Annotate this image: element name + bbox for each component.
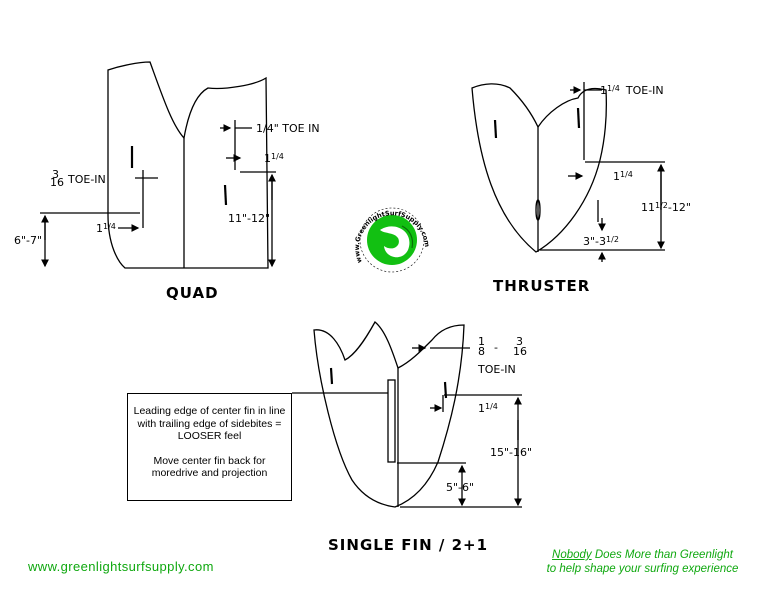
quad-rear-offset: 11/4 — [264, 152, 284, 165]
single-range: 15"-16" — [490, 446, 532, 459]
tagline-line2: to help shape your surfing experience — [546, 563, 739, 575]
quad-front-range: 6"-7" — [14, 234, 42, 247]
single-fin-range: 5"-6" — [446, 481, 474, 494]
single-offset: 11/4 — [478, 402, 498, 415]
single-toe-dash: - — [494, 341, 498, 354]
quad-diagram — [40, 61, 276, 269]
thruster-tail-outline — [471, 83, 607, 253]
quad-rear-toe-label: 1/4" TOE IN — [256, 122, 320, 135]
single-toe-a-num: 1 — [478, 335, 485, 348]
single-tail-outline — [313, 321, 465, 508]
single-toe-b-den: 16 — [513, 345, 527, 358]
thruster-diagram — [471, 82, 665, 262]
single-toe-label: TOE-IN — [477, 363, 516, 376]
quad-front-toe-label: TOE-IN — [67, 173, 106, 186]
thruster-side-fin — [493, 119, 498, 139]
center-fin-note-line1: Leading edge of center fin in line with … — [133, 405, 286, 442]
tagline: Nobody Does More than Greenlight to help… — [520, 548, 765, 576]
website-link[interactable]: www.greenlightsurfsupply.com — [28, 559, 214, 574]
tagline-rest: Does More than Greenlight — [591, 549, 733, 561]
greenlight-logo — [359, 207, 425, 273]
thruster-fin-range: 3"-31/2 — [583, 235, 619, 248]
thruster-center-fin — [535, 199, 541, 221]
quad-rear-range: 11"-12" — [228, 212, 270, 225]
single-toe-b-num: 3 — [516, 335, 523, 348]
single-side-fin — [329, 367, 334, 385]
quad-front-offset: 11/4 — [96, 222, 116, 235]
thruster-offset: 11/4 — [613, 170, 633, 183]
thruster-side-fin-2 — [576, 107, 581, 129]
quad-tail-outline — [107, 61, 269, 269]
single-center-fin — [387, 379, 396, 463]
quad-rear-fin — [223, 184, 228, 206]
quad-front-toe-den: 16 — [50, 176, 64, 189]
quad-front-toe-num: 3 — [52, 168, 59, 181]
single-title: SINGLE FIN / 2+1 — [328, 536, 488, 554]
single-toe-a-den: 8 — [478, 345, 485, 358]
center-fin-note: Leading edge of center fin in line with … — [127, 393, 292, 501]
center-fin-note-line2: Move center fin back for moredrive and p… — [151, 454, 268, 480]
quad-title: QUAD — [166, 284, 219, 302]
tagline-nobody: Nobody — [552, 549, 592, 561]
single-fin-diagram — [292, 321, 522, 508]
thruster-title: THRUSTER — [493, 277, 590, 295]
thruster-range: 111/2-12" — [641, 201, 691, 214]
